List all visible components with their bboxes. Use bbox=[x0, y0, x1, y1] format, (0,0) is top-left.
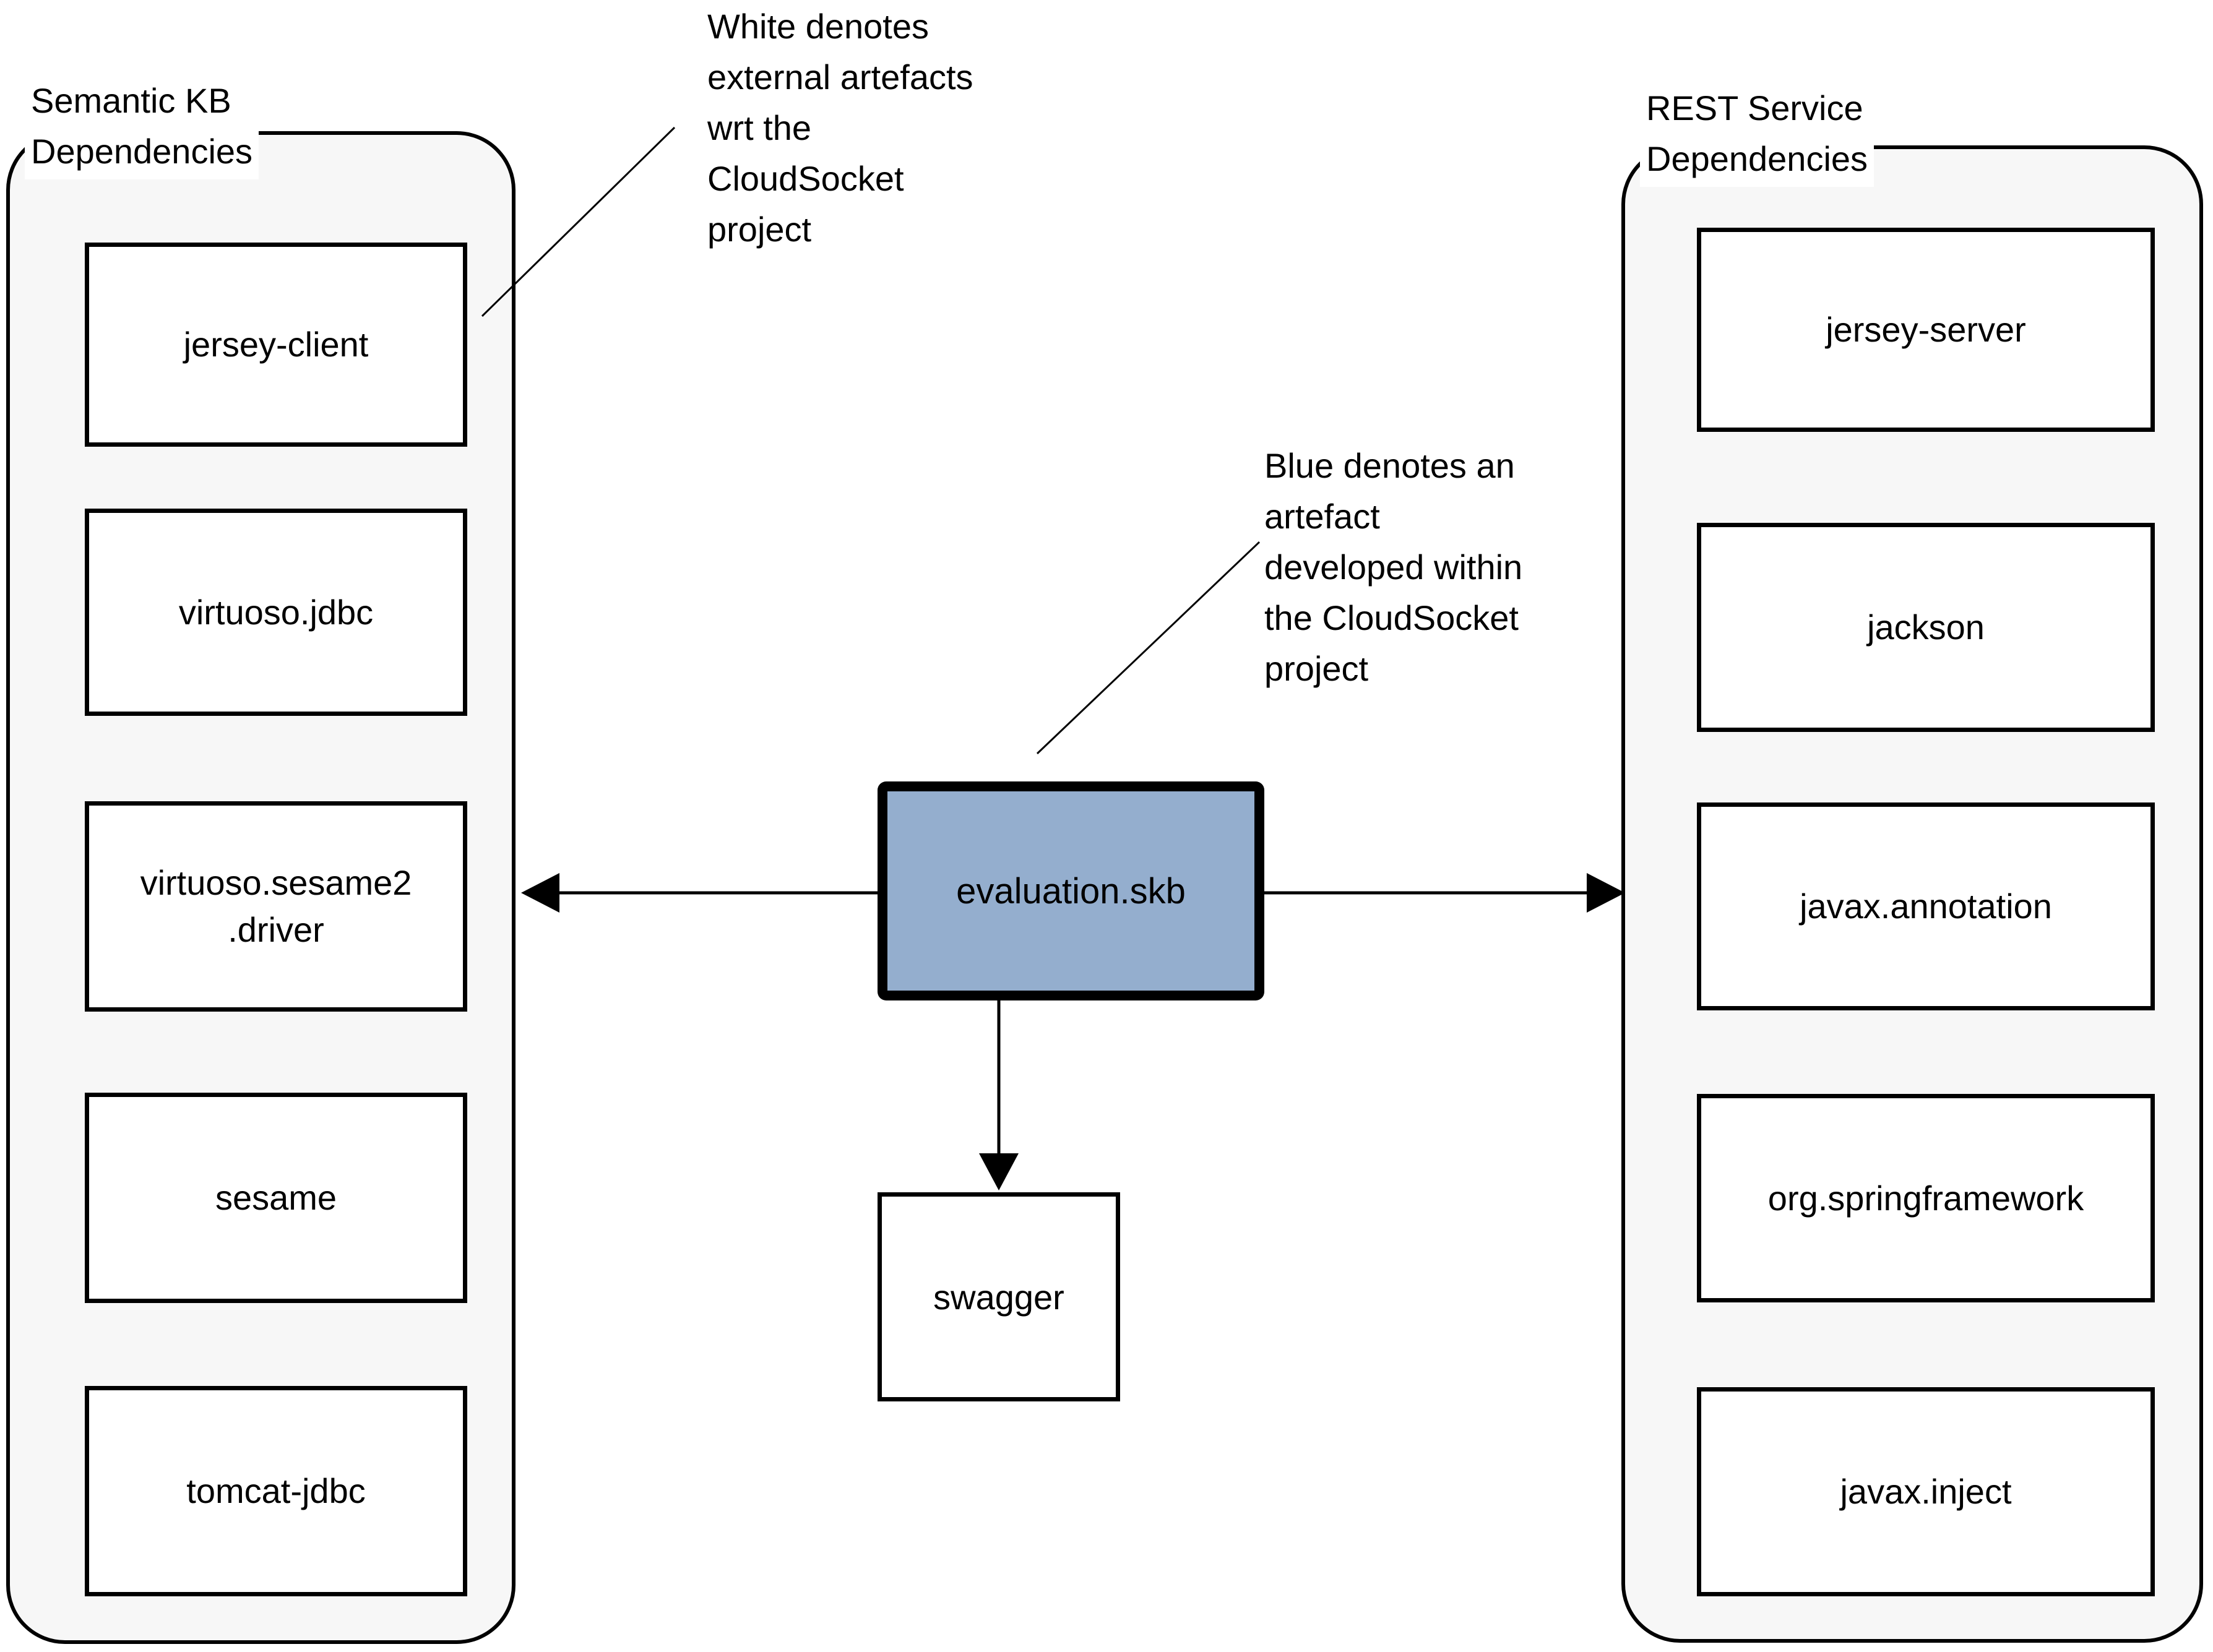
arrowhead-right-icon bbox=[1587, 873, 1625, 913]
semantic-kb-panel-title: Semantic KB Dependencies bbox=[25, 73, 259, 179]
white-artifact-note: White denotes external artefacts wrt the… bbox=[707, 7, 973, 249]
node-jersey-server: jersey-server bbox=[1697, 228, 2155, 432]
blue-artifact-note: Blue denotes an artefact developed withi… bbox=[1264, 446, 1523, 688]
leader-blue-note bbox=[1036, 541, 1261, 755]
arrowhead-down-icon bbox=[979, 1153, 1019, 1190]
node-jackson: jackson bbox=[1697, 523, 2155, 732]
node-tomcat-jdbc: tomcat-jdbc bbox=[85, 1386, 467, 1596]
arrowhead-left-icon bbox=[521, 873, 559, 913]
node-virtuoso-sesame2-driver: virtuoso.sesame2 .driver bbox=[85, 801, 467, 1012]
node-virtuoso-jdbc: virtuoso.jdbc bbox=[85, 509, 467, 716]
node-swagger: swagger bbox=[878, 1192, 1120, 1401]
node-evaluation-skb: evaluation.skb bbox=[878, 781, 1264, 1000]
node-jersey-client: jersey-client bbox=[85, 243, 467, 447]
rest-service-panel-title: REST Service Dependencies bbox=[1640, 80, 1874, 187]
node-org-springframework: org.springframework bbox=[1697, 1094, 2155, 1302]
leader-white-note bbox=[481, 126, 676, 317]
node-sesame: sesame bbox=[85, 1093, 467, 1303]
node-javax-annotation: javax.annotation bbox=[1697, 802, 2155, 1010]
node-javax-inject: javax.inject bbox=[1697, 1387, 2155, 1596]
